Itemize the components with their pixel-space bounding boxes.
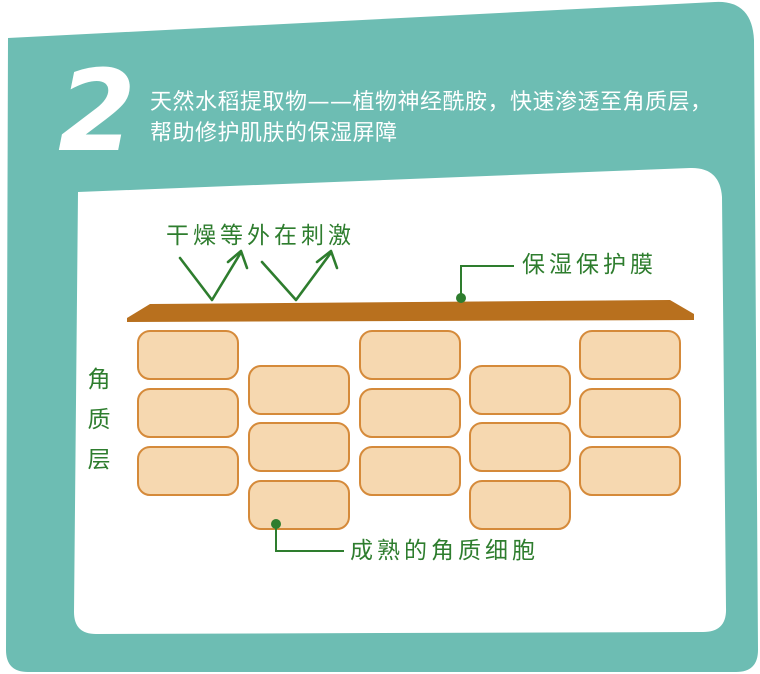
step-number: 2 <box>58 47 136 177</box>
corneocyte-cell <box>248 365 350 415</box>
corneocyte-cell <box>359 330 461 380</box>
corneocyte-cell <box>137 330 239 380</box>
corneocyte-cell <box>469 422 571 472</box>
protective-film <box>127 300 694 322</box>
protective-film-pointer <box>456 265 514 303</box>
zigzag-arrow-icon <box>178 249 339 302</box>
corneocyte-cell <box>469 365 571 415</box>
step-heading: 天然水稻提取物——植物神经酰胺，快速渗透至角质层，帮助修护肌肤的保湿屏障 <box>150 90 713 146</box>
corneocyte-cell <box>137 446 239 496</box>
stratum-corneum-label: 角质层 <box>87 367 111 473</box>
mature-cells-label: 成熟的角质细胞 <box>350 538 539 564</box>
corneocyte-cell <box>248 422 350 472</box>
dot-icon <box>456 293 466 303</box>
external-irritants-label: 干燥等外在刺激 <box>166 223 355 249</box>
mature-cell-pointer <box>271 519 344 552</box>
corneocyte-cell <box>248 480 350 530</box>
corneocyte-cell <box>579 446 681 496</box>
corneocyte-cell <box>359 388 461 438</box>
corneocyte-cell <box>579 330 681 380</box>
corneocyte-cell <box>469 480 571 530</box>
protective-film-label: 保湿保护膜 <box>522 252 657 278</box>
corneocyte-cell <box>137 388 239 438</box>
corneocyte-cell <box>579 388 681 438</box>
corneocyte-cell <box>359 446 461 496</box>
dot-icon <box>271 519 281 529</box>
corneocyte-layer <box>137 330 681 530</box>
